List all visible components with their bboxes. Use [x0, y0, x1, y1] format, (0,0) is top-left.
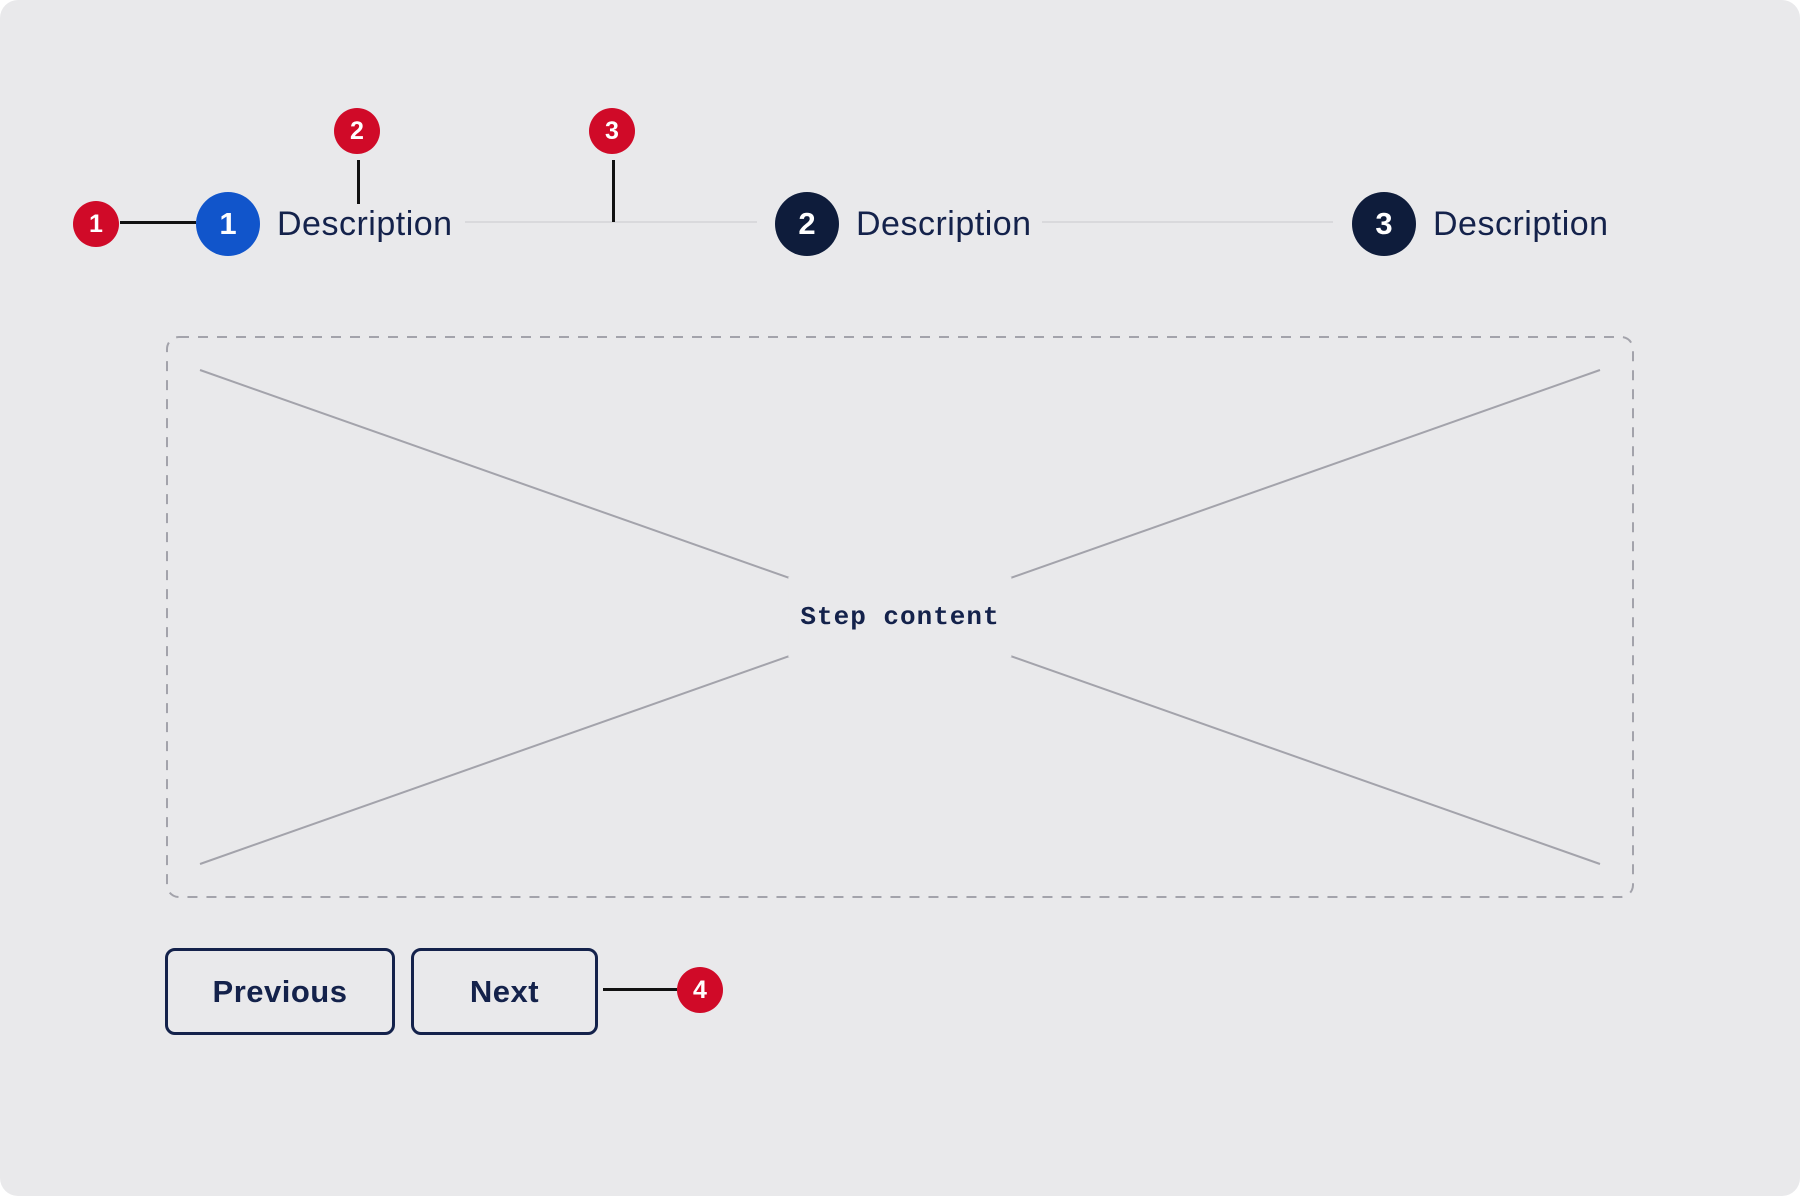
previous-button[interactable]: Previous — [165, 948, 395, 1035]
placeholder-label: Step content — [788, 577, 1012, 657]
step-3-indicator[interactable]: 3 — [1352, 192, 1416, 256]
annotation-line-3 — [612, 160, 615, 222]
stepper-step-2[interactable]: 2 Description — [775, 192, 1032, 256]
stepper-step-3[interactable]: 3 Description — [1352, 192, 1609, 256]
step-content-placeholder: Step content — [166, 336, 1634, 898]
step-2-indicator[interactable]: 2 — [775, 192, 839, 256]
annotation-marker-2: 2 — [334, 108, 380, 154]
annotation-marker-3: 3 — [589, 108, 635, 154]
step-1-label: Description — [277, 204, 453, 243]
step-2-label: Description — [856, 204, 1032, 243]
next-button[interactable]: Next — [411, 948, 598, 1035]
step-connector-1 — [465, 221, 757, 223]
annotation-line-4 — [603, 988, 677, 991]
annotation-marker-4: 4 — [677, 967, 723, 1013]
annotation-line-2 — [357, 160, 360, 204]
step-1-indicator[interactable]: 1 — [196, 192, 260, 256]
step-3-label: Description — [1433, 204, 1609, 243]
annotation-line-1 — [120, 221, 196, 224]
stepper-step-1[interactable]: 1 Description — [196, 192, 453, 256]
annotation-marker-1: 1 — [73, 201, 119, 247]
step-connector-2 — [1042, 221, 1333, 223]
